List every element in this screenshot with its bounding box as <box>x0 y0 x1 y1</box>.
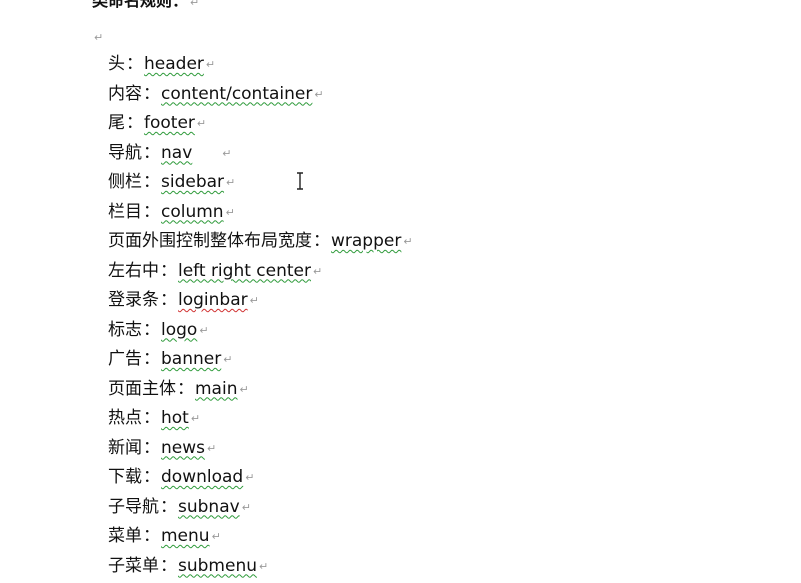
entry-value: loginbar <box>178 290 248 310</box>
entry-value: news <box>161 438 205 458</box>
entry-separator: ： <box>143 84 160 104</box>
list-item: 导航：nav ↵ <box>108 141 413 171</box>
list-item: 左右中：left right center↵ <box>108 259 413 289</box>
paragraph-mark: ↵ <box>197 117 206 130</box>
list-item: 内容：content/container↵ <box>108 82 413 112</box>
paragraph-mark: ↵ <box>191 412 200 425</box>
entry-value: logo <box>161 320 197 340</box>
list-item: 菜单：menu↵ <box>108 524 413 554</box>
paragraph-mark: ↵ <box>190 0 199 9</box>
list-item: 子菜单：submenu↵ <box>108 554 413 583</box>
list-item: 登录条：loginbar↵ <box>108 288 413 318</box>
section-heading: 类命名规则：↵ <box>92 0 199 13</box>
entry-value: submenu <box>178 556 257 576</box>
entry-term: 栏目 <box>108 202 142 222</box>
paragraph-mark: ↵ <box>242 501 251 514</box>
entry-term: 广告 <box>108 349 142 369</box>
text-cursor-icon <box>295 172 305 190</box>
entry-value: content/container <box>161 84 312 104</box>
paragraph-mark: ↵ <box>226 206 235 219</box>
entry-value: menu <box>161 526 210 546</box>
entry-term: 左右中 <box>108 261 159 281</box>
paragraph-mark: ↵ <box>199 324 208 337</box>
paragraph-mark: ↵ <box>94 31 103 44</box>
entry-term: 侧栏 <box>108 172 142 192</box>
entry-term: 热点 <box>108 408 142 428</box>
entry-value: subnav <box>178 497 240 517</box>
entry-separator: ： <box>160 261 177 281</box>
paragraph-mark: ↵ <box>250 294 259 307</box>
list-item: 标志：logo↵ <box>108 318 413 348</box>
entry-separator: ： <box>160 556 177 576</box>
list-item: 侧栏：sidebar↵ <box>108 170 413 200</box>
list-item: 页面外围控制整体布局宽度：wrapper↵ <box>108 229 413 259</box>
entry-term: 页面主体 <box>108 379 176 399</box>
entry-value: header <box>144 54 204 74</box>
entry-term: 尾 <box>108 113 125 133</box>
list-item: 尾：footer↵ <box>108 111 413 141</box>
list-item: 头：header↵ <box>108 52 413 82</box>
list-item: 热点：hot↵ <box>108 406 413 436</box>
entry-separator: ： <box>143 320 160 340</box>
entry-term: 头 <box>108 54 125 74</box>
paragraph-mark: ↵ <box>313 265 322 278</box>
entry-separator: ： <box>143 143 160 163</box>
entry-value: banner <box>161 349 221 369</box>
entry-value: left right center <box>178 261 311 281</box>
empty-paragraph: ↵ <box>92 29 103 45</box>
paragraph-mark: ↵ <box>212 530 221 543</box>
entry-separator: ： <box>160 290 177 310</box>
paragraph-mark: ↵ <box>245 471 254 484</box>
entry-separator: ： <box>143 526 160 546</box>
paragraph-mark: ↵ <box>259 560 268 573</box>
entry-separator: ： <box>126 113 143 133</box>
entry-value: footer <box>144 113 195 133</box>
entry-term: 内容 <box>108 84 142 104</box>
list-item: 栏目：column↵ <box>108 200 413 230</box>
list-item: 页面主体：main↵ <box>108 377 413 407</box>
entry-separator: ： <box>313 231 330 251</box>
entry-term: 菜单 <box>108 526 142 546</box>
entry-term: 导航 <box>108 143 142 163</box>
entry-term: 下载 <box>108 467 142 487</box>
entry-term: 标志 <box>108 320 142 340</box>
paragraph-mark: ↵ <box>226 176 235 189</box>
entry-separator: ： <box>177 379 194 399</box>
entry-value: sidebar <box>161 172 224 192</box>
paragraph-mark: ↵ <box>222 147 231 160</box>
entry-value: wrapper <box>331 231 401 251</box>
entry-value: hot <box>161 408 189 428</box>
entry-term: 登录条 <box>108 290 159 310</box>
entry-term: 页面外围控制整体布局宽度 <box>108 231 312 251</box>
entry-separator: ： <box>160 497 177 517</box>
paragraph-mark: ↵ <box>223 353 232 366</box>
entry-separator: ： <box>143 172 160 192</box>
entry-separator: ： <box>143 438 160 458</box>
paragraph-mark: ↵ <box>314 88 323 101</box>
entry-separator: ： <box>143 202 160 222</box>
entry-separator: ： <box>143 349 160 369</box>
entry-separator: ： <box>143 467 160 487</box>
heading-text: 类命名规则： <box>92 0 188 10</box>
entry-term: 子菜单 <box>108 556 159 576</box>
entry-term: 新闻 <box>108 438 142 458</box>
list-item: 子导航：subnav↵ <box>108 495 413 525</box>
naming-rules-list: 头：header↵ 内容：content/container↵ 尾：footer… <box>108 52 413 583</box>
entry-separator: ： <box>126 54 143 74</box>
list-item: 下载：download↵ <box>108 465 413 495</box>
entry-value: download <box>161 467 243 487</box>
entry-term: 子导航 <box>108 497 159 517</box>
entry-value: main <box>195 379 237 399</box>
entry-value: column <box>161 202 224 222</box>
entry-value: nav <box>161 143 192 163</box>
paragraph-mark: ↵ <box>206 58 215 71</box>
paragraph-mark: ↵ <box>207 442 216 455</box>
paragraph-mark: ↵ <box>239 383 248 396</box>
list-item: 新闻：news↵ <box>108 436 413 466</box>
paragraph-mark: ↵ <box>403 235 412 248</box>
list-item: 广告：banner↵ <box>108 347 413 377</box>
entry-separator: ： <box>143 408 160 428</box>
